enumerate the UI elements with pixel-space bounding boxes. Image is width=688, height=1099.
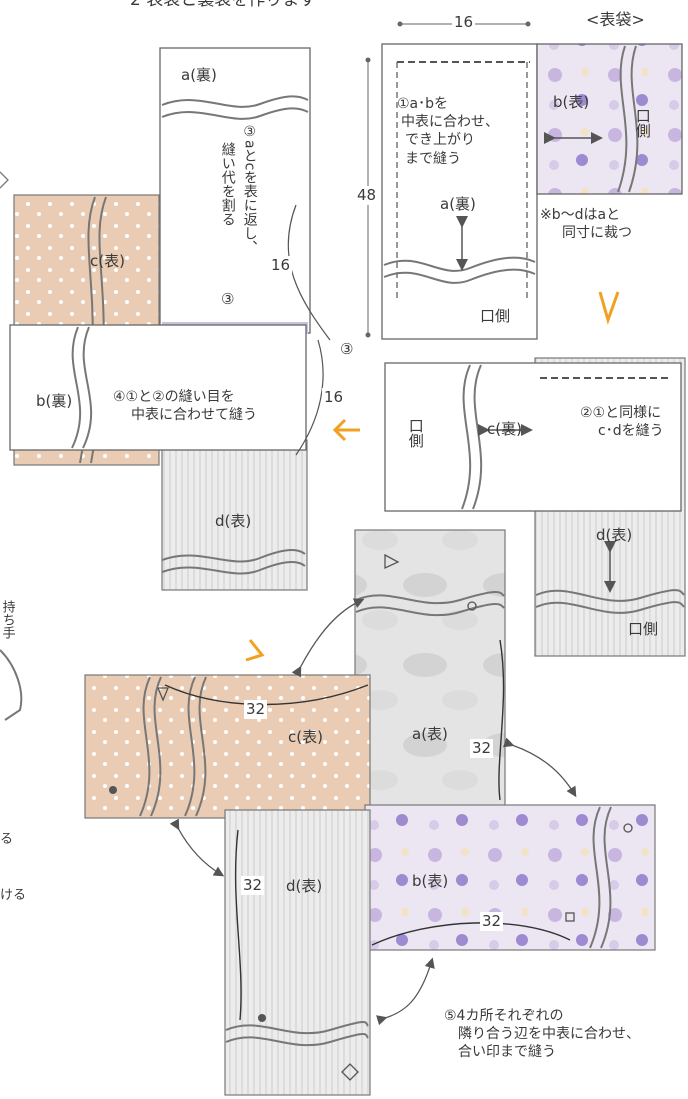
cut-note-line-1: ※b〜dはaと — [540, 207, 621, 223]
step-1-line-4: まで縫う — [405, 150, 461, 167]
step-2-note: ②①と同様に c･dを縫う — [580, 404, 664, 440]
dimension-32-b: 32 — [480, 912, 504, 931]
step-5-line-2: 隣り合う辺を中表に合わせ、 — [458, 1026, 640, 1043]
step-2-line-2: c･dを縫う — [598, 423, 664, 440]
piece-a-back-top-right — [381, 43, 538, 340]
marker-3-b: ③ — [338, 340, 356, 359]
cut-note: ※b〜dはaと 同寸に裁つ — [540, 206, 632, 242]
step-4-line-2: 中表に合わせて縫う — [131, 407, 257, 424]
step-1-note: ①a･bを 中表に合わせ、 でき上がり まで縫う — [397, 95, 499, 168]
section-title: 2 表袋と裏袋を作ります — [130, 0, 317, 10]
step-2-line-1: ②①と同様に — [580, 405, 662, 421]
step-1-line-3: でき上がり — [405, 132, 475, 149]
step-5-note: ⑤4カ所それぞれの 隣り合う辺を中表に合わせ、 合い印まで縫う — [444, 1007, 640, 1062]
step-5-line-1: ⑤4カ所それぞれの — [444, 1008, 564, 1024]
piece-a-back-top-left — [159, 47, 311, 334]
dimension-height-48: 48 — [355, 186, 379, 205]
cut-off-label-keru: ける — [0, 888, 27, 903]
step-3-line-2: 縫い代を割る — [219, 142, 236, 226]
piece-b-back-top-left — [9, 324, 307, 451]
piece-b-front-top-right — [536, 43, 683, 195]
label-c-front-2: c(表) — [288, 728, 323, 746]
step-1-line-2: 中表に合わせ、 — [401, 114, 499, 131]
step-3-line-1: ③aとcを表に返し、 — [241, 124, 258, 255]
dimension-32-c: 32 — [244, 700, 268, 719]
bag-type-label: <表袋> — [586, 10, 645, 29]
label-c-back: c(裏) — [487, 420, 522, 438]
label-opening-4: 口側 — [628, 620, 659, 638]
step-1-line-1: ①a･bを — [397, 96, 449, 112]
cut-off-label-handle: 持ち手 — [0, 600, 15, 639]
cut-note-line-2: 同寸に裁つ — [562, 225, 632, 242]
label-d-front-3: d(表) — [286, 877, 323, 895]
dimension-32-a: 32 — [470, 739, 494, 758]
label-opening-3: 口側 — [406, 418, 425, 448]
piece-c-front-bottom — [84, 674, 371, 819]
step-4-note: ④①と②の縫い目を 中表に合わせて縫う — [113, 388, 257, 424]
label-b-back: b(裏) — [36, 392, 73, 410]
label-b-front-1: b(表) — [553, 93, 590, 111]
label-a-back-1: a(裏) — [181, 66, 217, 84]
label-c-front-1: c(表) — [90, 252, 125, 270]
dimension-16-b: 16 — [322, 388, 346, 407]
label-d-front-2: d(表) — [596, 526, 633, 544]
dimension-16-a: 16 — [269, 256, 293, 275]
label-b-front-2: b(表) — [412, 872, 449, 890]
piece-b-front-bottom — [364, 804, 656, 951]
label-d-front-1: d(表) — [215, 512, 252, 530]
cut-off-label-ru: る — [0, 832, 14, 847]
label-a-back-2: a(裏) — [440, 195, 476, 213]
label-a-front: a(表) — [412, 725, 448, 743]
marker-3-a: ③ — [219, 290, 237, 309]
step-5-line-3: 合い印まで縫う — [458, 1044, 556, 1061]
piece-c-back-mid-right — [384, 362, 682, 512]
step-4-line-1: ④①と②の縫い目を — [113, 389, 235, 405]
dimension-width-16: 16 — [452, 13, 476, 32]
label-opening-2: 口側 — [480, 307, 511, 325]
piece-d-front-bottom — [224, 809, 371, 1096]
piece-a-front-bottom — [354, 529, 506, 816]
label-opening-1: 口側 — [633, 108, 652, 138]
dimension-32-d: 32 — [241, 876, 265, 895]
